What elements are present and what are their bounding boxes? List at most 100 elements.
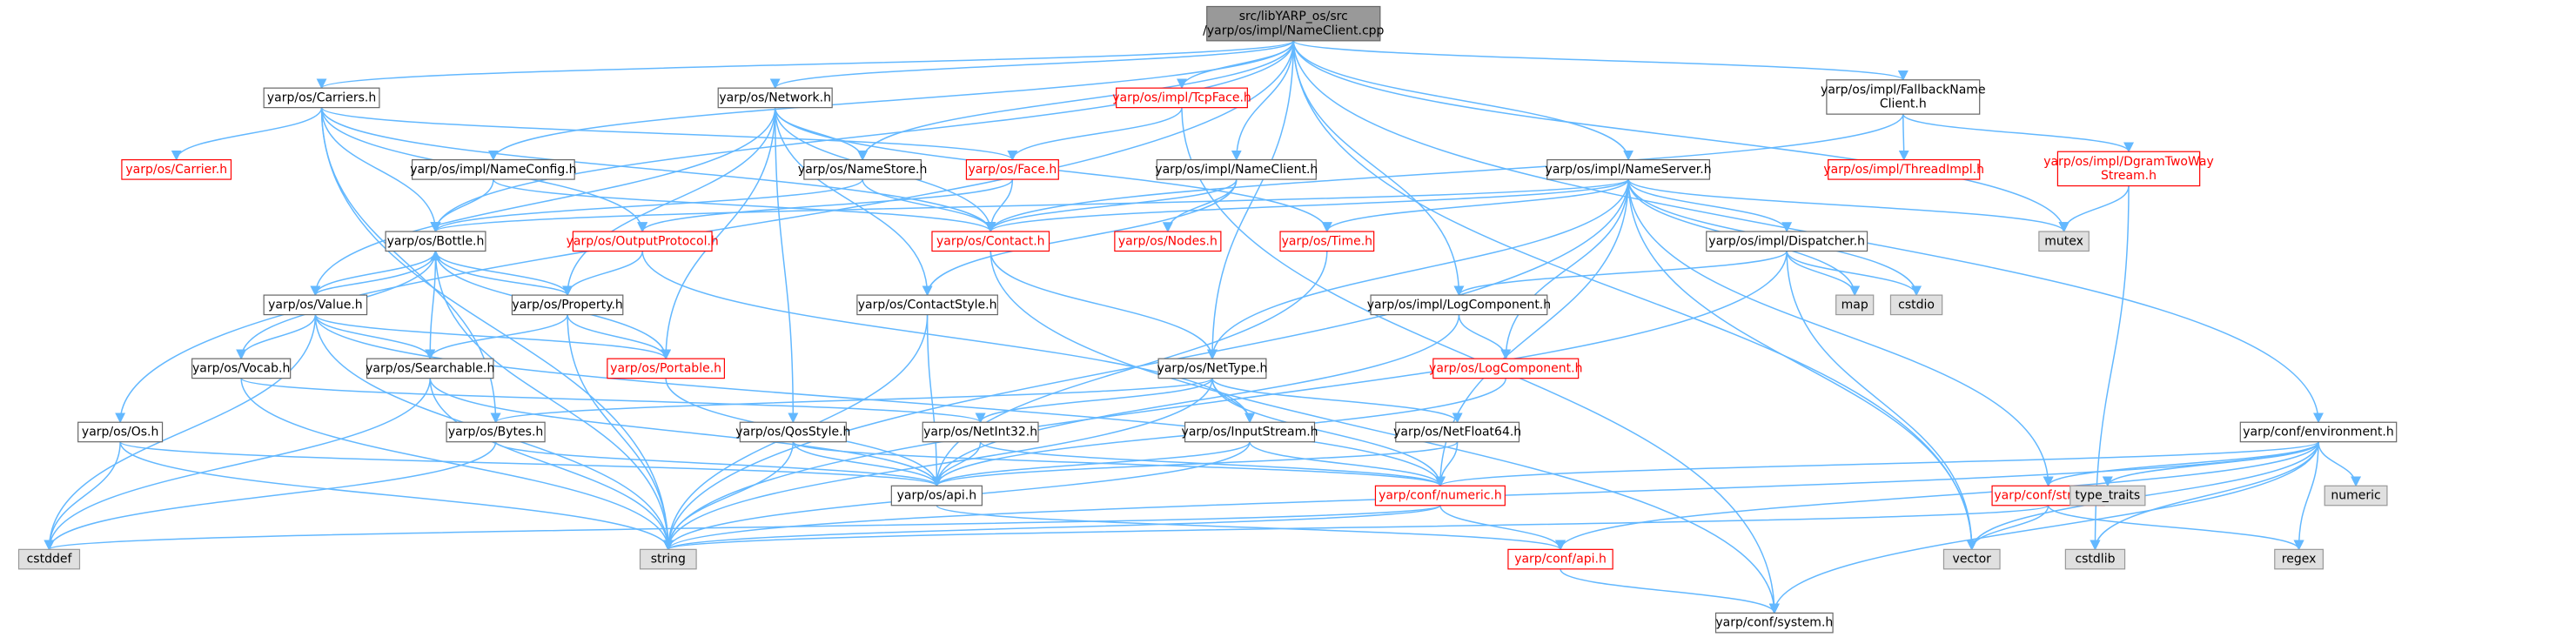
node-dgram-box [2056, 151, 2201, 187]
node-threadimpl-label-0: yarp/os/impl/ThreadImpl.h [1823, 163, 1984, 177]
edge-qosstyle-to-api [792, 441, 943, 487]
edge-tcpface-to-face [1007, 107, 1183, 161]
node-cstdlib: cstdlib [2064, 548, 2126, 570]
node-contactstyle[interactable]: yarp/os/ContactStyle.h [856, 294, 998, 316]
edge-nameserver-to-contact [985, 178, 1629, 233]
node-bottle[interactable]: yarp/os/Bottle.h [385, 231, 486, 252]
node-face-label-0: yarp/os/Face.h [968, 163, 1057, 177]
node-cstdio: cstdio [1889, 294, 1943, 316]
node-numeric-label-0: yarp/conf/numeric.h [1379, 489, 1502, 503]
node-carriers[interactable]: yarp/os/Carriers.h [263, 87, 380, 109]
node-outputprotocol-box [572, 231, 713, 252]
node-nameclient[interactable]: yarp/os/impl/NameClient.h [1155, 158, 1318, 180]
node-cstdlib-label-0: cstdlib [2075, 553, 2115, 567]
node-contact-box [931, 231, 1050, 252]
node-mutex: mutex [2038, 231, 2090, 252]
node-nodes-label-0: yarp/os/Nodes.h [1118, 234, 1218, 248]
edge-namestore-to-bottle [430, 178, 863, 233]
node-netint32-box [922, 421, 1039, 443]
edge-carriers-to-carrier [171, 107, 323, 161]
node-nameconfig[interactable]: yarp/os/impl/NameConfig.h [410, 158, 577, 180]
node-logcomp[interactable]: yarp/os/LogComponent.h [1429, 358, 1582, 379]
edge-bottle-to-property [434, 251, 574, 297]
node-numericstd-label-0: numeric [2331, 489, 2380, 503]
node-tcpface[interactable]: yarp/os/impl/TcpFace.h [1112, 87, 1251, 109]
node-vocab[interactable]: yarp/os/Vocab.h [191, 358, 292, 379]
node-searchable[interactable]: yarp/os/Searchable.h [366, 358, 494, 379]
node-property[interactable]: yarp/os/Property.h [511, 294, 624, 316]
node-nameclient-label-0: yarp/os/impl/NameClient.h [1155, 163, 1318, 177]
node-bytes[interactable]: yarp/os/Bytes.h [446, 421, 546, 443]
edge-root-to-network [769, 40, 1295, 90]
node-bottle-box [385, 231, 486, 252]
node-network[interactable]: yarp/os/Network.h [717, 87, 833, 109]
node-namestore[interactable]: yarp/os/NameStore.h [798, 158, 927, 180]
node-qosstyle[interactable]: yarp/os/QosStyle.h [735, 421, 850, 443]
node-nameserver[interactable]: yarp/os/impl/NameServer.h [1546, 158, 1712, 180]
node-tcpface-label-0: yarp/os/impl/TcpFace.h [1112, 91, 1251, 105]
node-api[interactable]: yarp/os/api.h [890, 485, 983, 506]
node-environment-box [2239, 421, 2398, 443]
edge-inputstream-to-api [931, 441, 1251, 487]
node-vector-label-0: vector [1953, 553, 1992, 567]
node-portable-box [607, 358, 725, 379]
node-cstdio-box [1889, 294, 1943, 316]
node-value[interactable]: yarp/os/Value.h [263, 294, 368, 316]
node-time[interactable]: yarp/os/Time.h [1279, 231, 1375, 252]
edge-bytes-to-api [494, 441, 943, 487]
node-face[interactable]: yarp/os/Face.h [965, 158, 1059, 180]
node-type_traits-label-0: type_traits [2075, 489, 2140, 503]
node-nodes-box [1114, 231, 1222, 252]
edge-root-to-nameclient [1231, 40, 1295, 161]
node-outputprotocol[interactable]: yarp/os/OutputProtocol.h [567, 231, 719, 252]
edge-nameserver-to-mutex [1627, 178, 2070, 233]
node-netfloat64[interactable]: yarp/os/NetFloat64.h [1393, 421, 1521, 443]
edge-network-to-namestore [774, 107, 869, 161]
edge-confstring-to-regex [2047, 505, 2304, 551]
node-numeric[interactable]: yarp/conf/numeric.h [1374, 485, 1506, 506]
edge-environment-to-confstring [2043, 441, 2319, 487]
node-system[interactable]: yarp/conf/system.h [1714, 612, 1834, 634]
node-os[interactable]: yarp/os/Os.h [77, 421, 164, 443]
node-threadimpl-box [1828, 158, 1981, 180]
node-bytes-label-0: yarp/os/Bytes.h [448, 426, 543, 439]
node-inputstream-box [1184, 421, 1316, 443]
node-inputstream[interactable]: yarp/os/InputStream.h [1182, 421, 1318, 443]
edge-dispatcher-to-vector [1786, 251, 1977, 551]
node-fallback-box [1826, 79, 1981, 115]
node-os-label-0: yarp/os/Os.h [82, 426, 158, 439]
edge-value-to-vocab [236, 314, 317, 360]
node-type_traits: type_traits [2070, 485, 2146, 506]
edge-value-to-bottle [314, 250, 441, 296]
node-implogcomp[interactable]: yarp/os/impl/LogComponent.h [1367, 294, 1551, 316]
edge-root-to-nameserver [1292, 40, 1634, 161]
node-bytes-box [446, 421, 546, 443]
node-threadimpl[interactable]: yarp/os/impl/ThreadImpl.h [1823, 158, 1984, 180]
node-netint32[interactable]: yarp/os/NetInt32.h [922, 421, 1039, 443]
edge-dispatcher-to-cstdio [1786, 251, 1922, 297]
node-vector: vector [1942, 548, 2001, 570]
node-vector-box [1942, 548, 2001, 570]
edge-confstring-to-string [663, 505, 2049, 551]
node-portable[interactable]: yarp/os/Portable.h [607, 358, 725, 379]
edge-contactstyle-to-api [926, 314, 943, 487]
node-dispatcher[interactable]: yarp/os/impl/Dispatcher.h [1706, 231, 1868, 252]
edge-dispatcher-to-map [1786, 251, 1861, 297]
node-environment-label-0: yarp/conf/environment.h [2243, 426, 2394, 439]
nodes-layer: src/libYARP_os/src/yarp/os/impl/NameClie… [17, 5, 2398, 634]
node-nodes[interactable]: yarp/os/Nodes.h [1114, 231, 1222, 252]
node-confapi-label-0: yarp/conf/api.h [1514, 553, 1607, 567]
node-nettype[interactable]: yarp/os/NetType.h [1157, 358, 1268, 379]
edge-confapi-to-system [1560, 568, 1780, 614]
node-root[interactable]: src/libYARP_os/src/yarp/os/impl/NameClie… [1203, 5, 1385, 42]
edge-nettype-to-numeric [1211, 378, 1446, 487]
node-environment[interactable]: yarp/conf/environment.h [2239, 421, 2398, 443]
node-confapi[interactable]: yarp/conf/api.h [1507, 548, 1613, 570]
edge-carriers-to-face [320, 106, 1018, 161]
node-contact[interactable]: yarp/os/Contact.h [931, 231, 1050, 252]
edge-searchable-to-api [429, 378, 943, 487]
node-root-label-0: src/libYARP_os/src [1239, 10, 1348, 23]
node-carrier[interactable]: yarp/os/Carrier.h [121, 158, 232, 180]
